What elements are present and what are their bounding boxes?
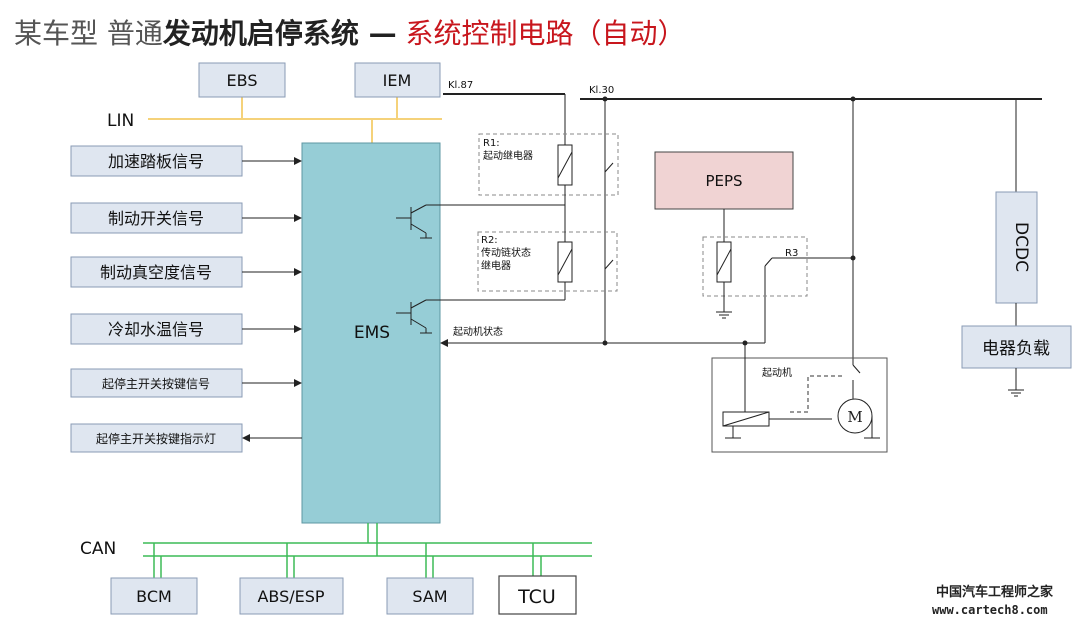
transistor-2-collector: [410, 299, 427, 309]
r2-switch-blade: [604, 259, 614, 270]
bcm-label: BCM: [136, 587, 172, 606]
kl87-label: Kl.87: [448, 80, 473, 91]
starter-solenoid-slash: [722, 411, 770, 427]
transistor-2-emitter: [410, 318, 427, 329]
input-box-brake-vacuum: [70, 256, 243, 288]
watermark-line-1: 中国汽车工程师之家: [936, 584, 1054, 600]
r3-label: R3: [785, 248, 798, 259]
starter-linkage: [790, 375, 845, 413]
can-label: CAN: [80, 539, 116, 559]
peps-label: PEPS: [705, 172, 742, 190]
iem-box: [354, 62, 441, 98]
r1-desc: 起动继电器: [483, 149, 533, 162]
input-label-start-stop-switch: 起停主开关按键信号: [102, 376, 210, 391]
r2-desc-1: 传动链状态: [481, 246, 531, 259]
starter-label: 起动机: [762, 366, 792, 379]
ems-block: [301, 142, 441, 524]
output-label-indicator: 起停主开关按键指示灯: [96, 431, 216, 446]
r2-coil-slash: [557, 248, 573, 276]
ems-label: EMS: [354, 323, 390, 343]
r2-label: R2:: [481, 235, 498, 246]
motor-label: M: [847, 408, 862, 426]
starter-status-label: 起动机状态: [453, 325, 503, 338]
abs-esp-label: ABS/ESP: [257, 587, 324, 606]
dcdc-label: DCDC: [1011, 222, 1031, 272]
title-part-2: 发动机启停系统 —: [162, 17, 397, 50]
input-box-coolant: [70, 313, 243, 345]
r3-relay-frame: [702, 236, 808, 297]
r3-node: [850, 255, 856, 261]
r1-switch-blade: [604, 162, 614, 173]
bcm-box: [110, 577, 198, 615]
input-label-brake-vacuum: 制动真空度信号: [100, 263, 212, 282]
title-part-3: 系统控制电路（自动）: [396, 17, 686, 50]
tcu-label: TCU: [517, 586, 556, 608]
input-label-coolant: 冷却水温信号: [108, 320, 204, 339]
abs-esp-box: [239, 577, 344, 615]
ebs-label: EBS: [227, 71, 258, 90]
input-label-accel: 加速踏板信号: [108, 152, 204, 171]
sam-label: SAM: [412, 587, 447, 606]
ebs-box: [198, 62, 286, 98]
page-title: 某车型 普通发动机启停系统 — 系统控制电路（自动）: [14, 16, 686, 52]
load-label: 电器负载: [982, 339, 1050, 359]
sam-box: [386, 577, 474, 615]
tcu-box: [498, 575, 577, 615]
transistor-1-emitter: [410, 223, 427, 234]
title-part-1: 某车型 普通: [14, 17, 163, 50]
r1-coil-slash: [557, 151, 573, 179]
r3-switch-blade: [764, 257, 773, 267]
input-box-accel: [70, 145, 243, 177]
r3-coil-slash: [716, 248, 732, 276]
input-label-brake-switch: 制动开关信号: [108, 209, 204, 228]
iem-label: IEM: [383, 71, 412, 90]
starter-frame: [711, 357, 888, 453]
r2-relay-frame: [477, 231, 618, 292]
lin-label: LIN: [107, 111, 134, 131]
watermark-line-2: www.cartech8.com: [932, 603, 1048, 617]
starter-status-node-1: [602, 340, 608, 346]
transistor-1-collector: [410, 204, 427, 214]
starter-switch-blade: [852, 364, 861, 374]
input-box-start-stop-switch: [70, 368, 243, 398]
r2-desc-2: 继电器: [481, 259, 511, 272]
r1-label: R1:: [483, 138, 500, 149]
r1-relay-frame: [478, 133, 619, 196]
kl30-label: Kl.30: [589, 85, 614, 96]
